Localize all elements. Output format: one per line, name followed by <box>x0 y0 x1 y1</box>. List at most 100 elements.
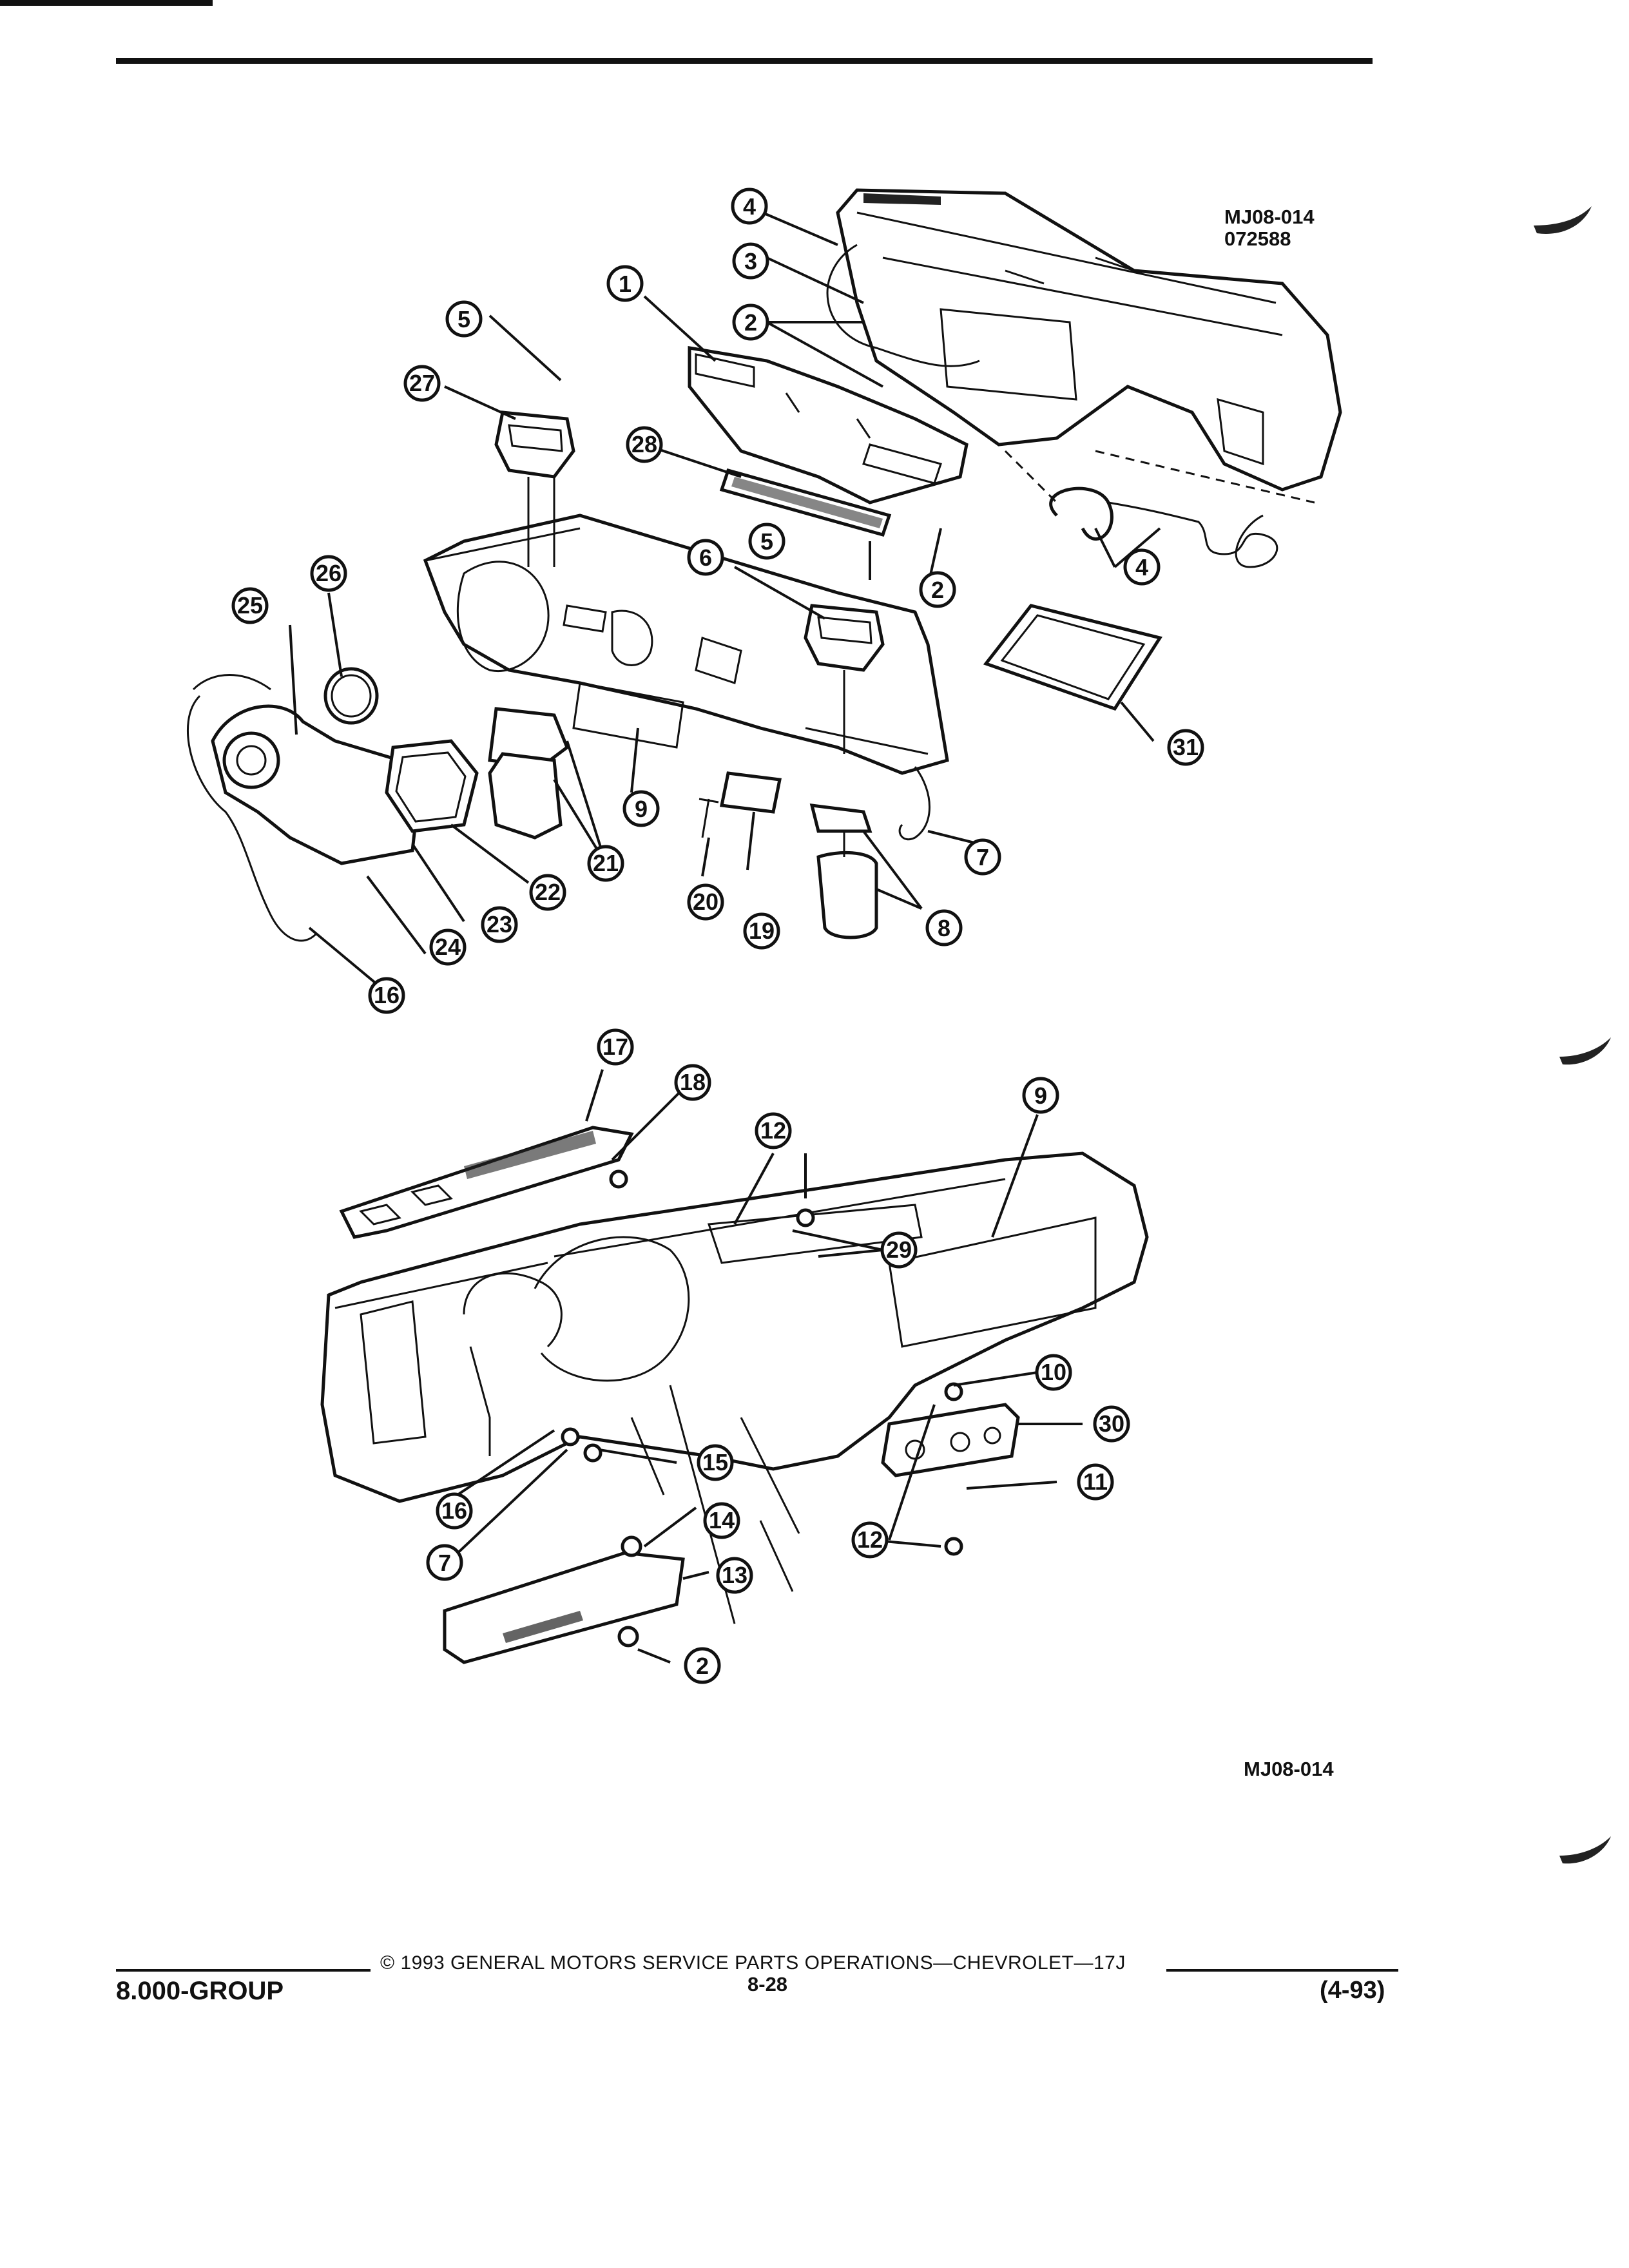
lower-leader-lines <box>437 1069 1083 1664</box>
callout-9-label: 9 <box>635 796 648 822</box>
callout-4a-label: 4 <box>743 193 756 220</box>
defroster-grille <box>719 468 892 537</box>
callout-5a: 5 <box>445 300 483 338</box>
callout-12a-label: 12 <box>760 1117 786 1144</box>
control-cable <box>898 766 930 840</box>
binder-mark-1 <box>1534 206 1592 234</box>
floor-outlet-duct <box>809 803 878 939</box>
callout-14-label: 14 <box>709 1507 735 1533</box>
callout-31: 31 <box>1167 729 1204 766</box>
center-duct-assembly <box>688 346 969 505</box>
seal-ring <box>323 667 379 725</box>
callout-16-label: 16 <box>374 982 400 1008</box>
callout-11: 11 <box>1077 1463 1114 1501</box>
binder-mark-3 <box>1559 1836 1611 1864</box>
callout-5a-label: 5 <box>458 306 470 332</box>
figure-reference-top: MJ08-014 072588 <box>1224 206 1315 250</box>
callout-5b-label: 5 <box>760 528 773 555</box>
callout-12a: 12 <box>755 1112 792 1149</box>
callout-2b: 2 <box>919 571 956 608</box>
callout-6-label: 6 <box>699 544 712 571</box>
callout-3: 3 <box>732 242 769 280</box>
callout-12b-label: 12 <box>857 1526 883 1553</box>
callout-8: 8 <box>925 909 963 947</box>
callout-7-label: 7 <box>976 844 989 870</box>
callout-2a-label: 2 <box>744 309 757 336</box>
callout-25-label: 25 <box>237 592 263 619</box>
callout-26-label: 26 <box>316 560 342 586</box>
binder-mark-2 <box>1559 1037 1611 1065</box>
callout-4b-label: 4 <box>1135 554 1148 581</box>
callout-27-label: 27 <box>409 370 435 396</box>
callout-22-label: 22 <box>535 879 561 905</box>
footer-revision: (4-93) <box>1320 1977 1385 2004</box>
callout-26: 26 <box>310 555 347 592</box>
callout-31-label: 31 <box>1173 734 1199 760</box>
callout-21: 21 <box>587 845 624 882</box>
callout-13: 13 <box>716 1557 753 1594</box>
callout-7b-label: 7 <box>438 1550 451 1576</box>
callout-5b: 5 <box>748 523 786 560</box>
callout-18: 18 <box>674 1064 711 1101</box>
callout-9b: 9 <box>1022 1077 1059 1114</box>
callout-15-label: 15 <box>702 1449 728 1475</box>
lower-instrument-panel <box>320 1151 1149 1503</box>
callout-14: 14 <box>703 1502 740 1539</box>
coiled-drain-hose <box>1004 450 1315 568</box>
callout-10-label: 10 <box>1041 1359 1066 1385</box>
callout-7: 7 <box>964 838 1001 876</box>
callout-22: 22 <box>529 874 566 911</box>
footer-group: 8.000-GROUP <box>116 1977 284 2005</box>
figure-ref-top-date: 072588 <box>1224 227 1291 250</box>
callout-11-label: 11 <box>1083 1468 1108 1495</box>
callout-15: 15 <box>697 1444 734 1481</box>
callout-8-label: 8 <box>938 915 950 941</box>
callout-13-label: 13 <box>722 1562 747 1588</box>
knee-bolster <box>443 1551 685 1664</box>
callout-23: 23 <box>481 906 518 943</box>
header-rule <box>116 58 1373 64</box>
left-vent-duct <box>494 410 575 567</box>
callout-17: 17 <box>597 1028 634 1066</box>
callout-1: 1 <box>606 265 644 302</box>
figure-ref-top-code: MJ08-014 <box>1224 206 1315 228</box>
callout-23-label: 23 <box>487 911 512 937</box>
callout-1-label: 1 <box>619 271 631 297</box>
callout-2c: 2 <box>684 1647 721 1684</box>
callout-28: 28 <box>626 426 663 463</box>
vent-frame <box>385 739 479 833</box>
callout-3-label: 3 <box>744 248 757 274</box>
callout-2b-label: 2 <box>931 577 944 603</box>
right-vent-duct <box>804 604 885 754</box>
callout-16b-label: 16 <box>441 1497 467 1524</box>
callout-16: 16 <box>368 977 405 1014</box>
callout-4b: 4 <box>1123 548 1161 586</box>
callout-24: 24 <box>429 928 467 966</box>
center-vent-duct <box>488 707 570 840</box>
corner-rule <box>0 0 213 6</box>
callout-2c-label: 2 <box>696 1653 709 1679</box>
callout-30: 30 <box>1093 1405 1130 1443</box>
callout-18-label: 18 <box>680 1069 706 1095</box>
hvac-module-housing <box>826 188 1342 492</box>
callout-19: 19 <box>743 912 780 950</box>
steering-column-lines <box>630 1385 800 1624</box>
callout-12b: 12 <box>851 1521 889 1559</box>
footer-page-number: 8-28 <box>747 1973 788 1995</box>
callout-2a: 2 <box>732 303 769 341</box>
callout-20: 20 <box>687 883 724 921</box>
callout-28-label: 28 <box>631 431 657 457</box>
footer-copyright: © 1993 GENERAL MOTORS SERVICE PARTS OPER… <box>380 1952 1126 1974</box>
callout-29: 29 <box>880 1231 918 1269</box>
callout-27: 27 <box>403 365 441 402</box>
callout-30-label: 30 <box>1099 1410 1124 1437</box>
instrument-panel-carrier <box>423 514 949 775</box>
switch-bezel <box>720 771 782 814</box>
callout-9b-label: 9 <box>1034 1082 1047 1109</box>
footer-rule-left <box>116 1969 371 1972</box>
callout-6: 6 <box>687 539 724 576</box>
defroster-duct <box>339 1126 634 1239</box>
filter-frame <box>983 604 1162 711</box>
callout-17-label: 17 <box>602 1033 628 1060</box>
